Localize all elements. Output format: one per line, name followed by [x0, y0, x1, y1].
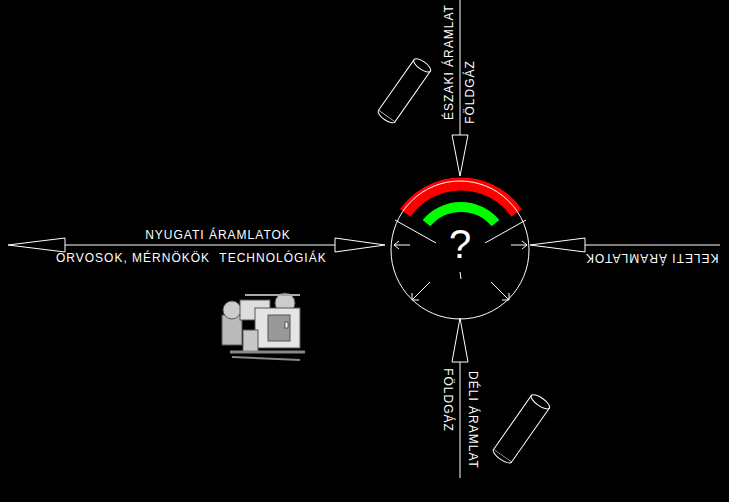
flow-label: KELETI ÁRAMLATOK — [585, 251, 719, 265]
flow-label: ORVOSOK, MÉRNÖKÖK — [56, 251, 210, 265]
pipe-south — [491, 392, 551, 465]
green-arc — [427, 207, 496, 223]
pipe-north — [376, 56, 433, 125]
chiller-machine — [222, 293, 305, 360]
flow-label: TECHNOLÓGIÁK — [219, 251, 326, 265]
arrowheads — [8, 135, 585, 362]
flow-label: FÖLDGÁZ — [441, 368, 455, 432]
circle-marks — [394, 220, 527, 300]
flow-label: FÖLDGÁZ — [463, 60, 477, 124]
flow-label: NYUGATI ÁRAMLATOK — [145, 228, 291, 242]
flow-label: ÉSZAKI ÁRAMLAT — [442, 4, 456, 120]
node-text: ? — [449, 222, 471, 266]
flow-label: DÉLI ÁRAMLAT — [466, 371, 480, 469]
circle-node: ? — [390, 180, 530, 320]
flow-lines — [62, 0, 720, 478]
